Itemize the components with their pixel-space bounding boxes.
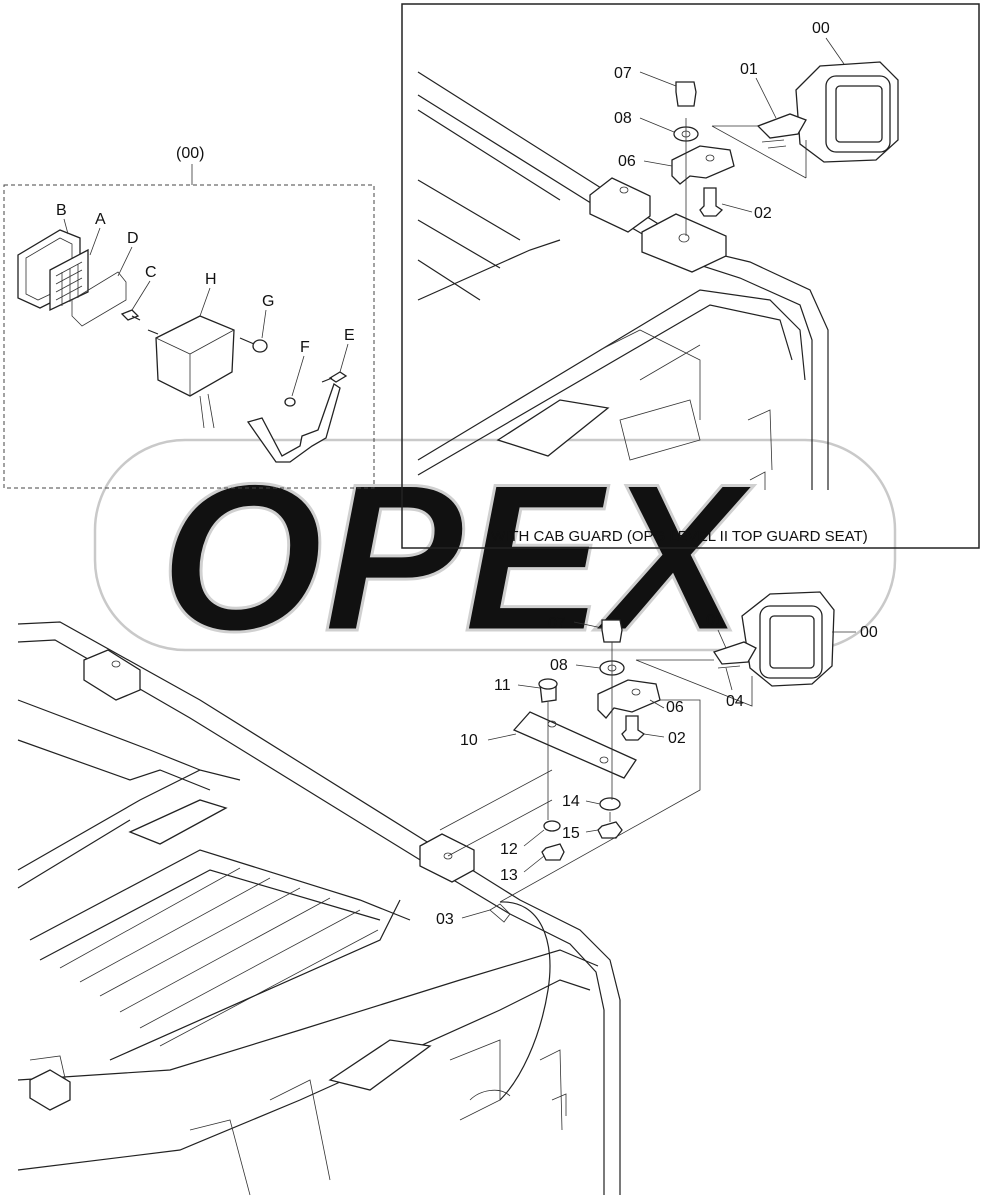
opex-watermark: OPEX — [93, 439, 897, 677]
main-roof-view: 07 01 00 08 11 06 04 10 02 14 12 15 13 0… — [17, 591, 878, 1196]
callout-f: F — [300, 339, 310, 356]
callout-d: D — [127, 230, 139, 247]
main-bracket-06-part — [597, 679, 661, 719]
main-callout-00: 00 — [860, 624, 878, 641]
main-callout-15: 15 — [562, 825, 580, 842]
main-callout-12: 12 — [500, 841, 518, 858]
inset-callout-07: 07 — [614, 65, 632, 82]
main-callout-08: 08 — [550, 657, 568, 674]
callout-h: H — [205, 271, 217, 288]
main-callout-07: 07 — [548, 615, 566, 632]
main-callout-01: 01 — [706, 612, 724, 629]
inset-callout-02: 02 — [754, 205, 772, 222]
main-callout-14: 14 — [562, 793, 580, 810]
callout-g: G — [262, 293, 274, 310]
watermark-text: OPEX — [160, 440, 754, 675]
inset-callout-00: 00 — [812, 20, 830, 37]
callout-c: C — [145, 264, 157, 281]
gasket-part — [71, 271, 127, 327]
main-callout-10: 10 — [460, 732, 478, 749]
main-nut-13-part — [541, 843, 565, 861]
bolt-g-part — [239, 337, 268, 353]
main-callout-11: 11 — [494, 677, 511, 694]
callout-a: A — [95, 211, 106, 228]
callout-b: B — [56, 202, 67, 219]
main-washer-14-part — [599, 797, 621, 811]
main-bolt-02-part — [621, 715, 646, 741]
grid-lens-part — [49, 248, 89, 312]
inset-caption: WITH CAB GUARD (OPG LEVEL II TOP GUARD S… — [491, 528, 868, 545]
main-washer-12-part — [543, 820, 561, 832]
main-bolt-07-part — [601, 619, 623, 643]
main-callout-06: 06 — [666, 699, 684, 716]
lamp-housing-part — [147, 315, 235, 429]
inset-lamp-part — [756, 61, 899, 163]
main-callout-13: 13 — [500, 867, 518, 884]
main-lamp-part — [712, 591, 835, 687]
lamp-detail-box: (00) — [3, 145, 375, 489]
lamp-bracket-part — [246, 382, 341, 463]
inset-bolt-07-part — [675, 81, 697, 107]
washer-f-part — [284, 397, 296, 407]
main-callout-03: 03 — [436, 911, 454, 928]
main-plate-10-part — [512, 711, 637, 779]
inset-callout-08: 08 — [614, 110, 632, 127]
inset-callout-01: 01 — [740, 61, 758, 78]
inset-bolt-02-part — [699, 187, 724, 217]
main-callout-04: 04 — [726, 693, 744, 710]
inset-bracket-06-part — [671, 145, 735, 185]
detail-box-title: (00) — [176, 145, 204, 162]
inset-callout-06: 06 — [618, 153, 636, 170]
bolt-e-part — [321, 371, 348, 383]
cab-guard-inset: WITH CAB GUARD (OPG LEVEL II TOP GUARD S… — [401, 3, 980, 549]
screw-c-part — [120, 309, 141, 321]
main-callout-02: 02 — [668, 730, 686, 747]
callout-e: E — [344, 327, 355, 344]
